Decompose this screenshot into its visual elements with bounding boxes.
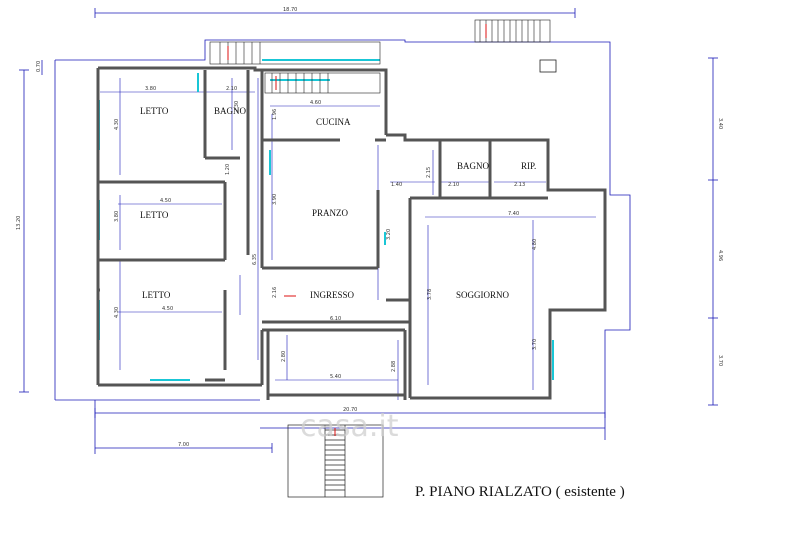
dim-bagno1-width: 2.10 <box>226 86 237 92</box>
dim-right-mid: 4.96 <box>717 250 723 261</box>
dim-kitchen-side: 1.96 <box>272 109 278 120</box>
room-label-rip: RIP. <box>521 161 536 171</box>
red-arrows <box>227 24 487 436</box>
dim-letto1-width: 3.80 <box>145 86 156 92</box>
dim-left-small: 0.70 <box>36 61 42 72</box>
dim-bagno2-width: 2.10 <box>448 182 459 188</box>
dim-letto3-height: 4.30 <box>114 307 120 318</box>
chimney-box <box>539 59 557 73</box>
dim-right-bottom: 3.70 <box>717 355 723 366</box>
interior-dimension-lines <box>100 78 596 400</box>
dim-pranzo-right: 3.20 <box>386 229 392 240</box>
dim-portico-right: 2.88 <box>391 361 397 372</box>
dimension-lines <box>19 8 718 454</box>
plan-caption: P. PIANO RIALZATO ( esistente ) <box>415 484 625 500</box>
room-label-letto-1: LETTO <box>140 106 169 116</box>
windows <box>98 59 606 399</box>
dim-soggiorno-left: 3.78 <box>427 289 433 300</box>
dim-rip-height: 2.15 <box>426 167 432 178</box>
dim-letto3-width: 4.50 <box>162 306 173 312</box>
dim-bagno1-height: 2.30 <box>234 101 240 112</box>
dim-corridor-height: 6.35 <box>252 254 258 265</box>
room-label-bagno-2: BAGNO <box>457 161 490 171</box>
dim-right-top: 3.40 <box>717 118 723 129</box>
dim-bottom-left: 7.00 <box>178 442 189 448</box>
watermark-text: casa.it <box>300 409 399 444</box>
dim-top-total: 18.70 <box>283 7 297 13</box>
room-label-letto-3: LETTO <box>142 290 171 300</box>
dim-soggiorno-height: 4.80 <box>532 239 538 250</box>
dim-pranzo-height: 3.90 <box>272 194 278 205</box>
room-label-bagno-1: BAGNO <box>214 106 247 116</box>
dim-letto1-height: 4.30 <box>114 119 120 130</box>
walls <box>96 66 607 400</box>
dim-bottom-total: 20.70 <box>343 407 357 413</box>
room-label-cucina: CUCINA <box>316 117 351 127</box>
dim-ingresso-height: 2.16 <box>272 287 278 298</box>
dim-soggiorno-width: 7.40 <box>508 211 519 217</box>
dim-soggiorno-right: 3.70 <box>532 339 538 350</box>
room-label-pranzo: PRANZO <box>312 208 349 218</box>
dim-ingresso-width: 6.10 <box>330 316 341 322</box>
dim-rip-width: 2.13 <box>514 182 525 188</box>
dim-portico-left: 2.80 <box>281 351 287 362</box>
top-right-stairs <box>474 19 551 43</box>
dim-letto2-width: 4.50 <box>160 198 171 204</box>
dim-passage-width: 1.40 <box>391 182 402 188</box>
room-label-soggiorno: SOGGIORNO <box>456 290 510 300</box>
dim-portico-width: 5.40 <box>330 374 341 380</box>
dim-letto2-height: 3.80 <box>114 211 120 222</box>
room-label-ingresso: INGRESSO <box>310 290 355 300</box>
kitchen-stairs <box>264 72 381 94</box>
dim-cucina-width: 4.60 <box>310 100 321 106</box>
dim-hall-height: 1.20 <box>225 164 231 175</box>
dim-left-total: 13.20 <box>16 216 22 230</box>
room-label-letto-2: LETTO <box>140 210 169 220</box>
